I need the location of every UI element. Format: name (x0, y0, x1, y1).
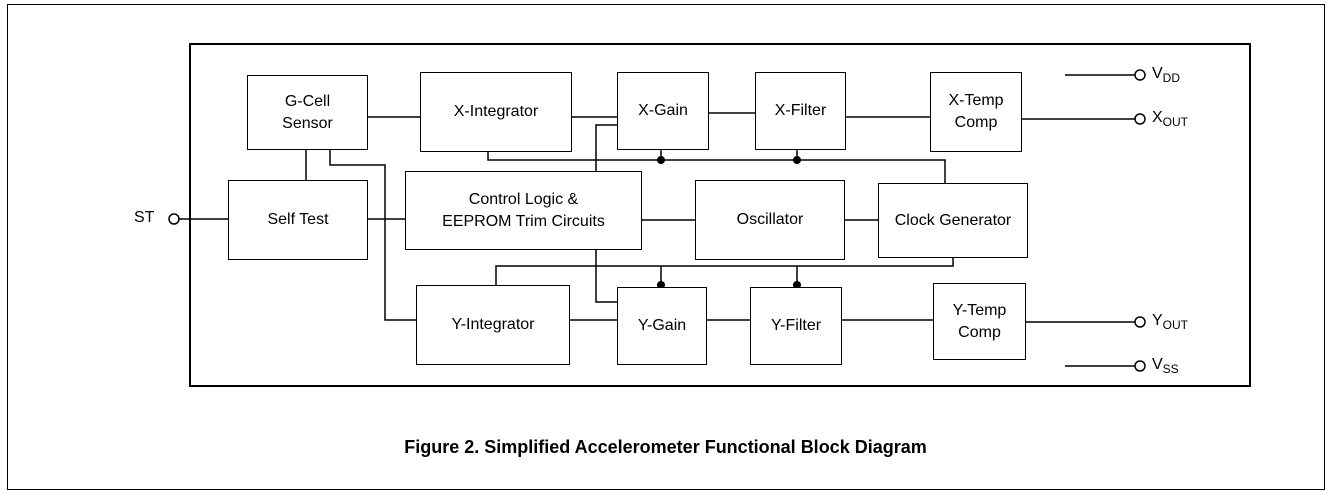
pin-vdd-main: V (1152, 65, 1163, 82)
y-gain-label: Y-Gain (637, 317, 687, 334)
wire-gcell-yint (329, 150, 416, 321)
control-logic-block: Control Logic & EEPROM Trim Circuits (405, 171, 642, 250)
clock-generator-label: Clock Generator (894, 211, 1012, 229)
figure-caption: Figure 2. Simplified Accelerometer Funct… (404, 437, 927, 457)
pin-vss-main: V (1152, 356, 1163, 373)
pin-xout-label: XOUT (1152, 108, 1188, 128)
pin-xout-sub: OUT (1162, 115, 1189, 129)
x-gain-block: X-Gain (617, 72, 709, 150)
x-filter-label: X-Filter (774, 102, 827, 119)
pin-vss-label: VSS (1152, 355, 1179, 375)
junction-dot (793, 156, 801, 164)
pin-vdd-sub: DD (1162, 71, 1181, 85)
x-integrator-block: X-Integrator (420, 72, 572, 152)
x-temp-label-line2: Comp (954, 114, 998, 131)
y-filter-block: Y-Filter (750, 287, 842, 365)
pin-yout-label: YOUT (1152, 311, 1188, 331)
clock-generator-block: Clock Generator (878, 183, 1028, 258)
junction-dot (657, 156, 665, 164)
pin-yout-terminal (1134, 316, 1146, 328)
pin-yout-sub: OUT (1162, 318, 1189, 332)
y-temp-label-line1: Y-Temp (952, 301, 1007, 319)
pin-vss-sub: SS (1162, 362, 1179, 376)
package-outline (189, 43, 1251, 387)
pin-xout-main: X (1152, 109, 1163, 126)
self-test-block: Self Test (228, 180, 368, 260)
wire-ctrl-ygain (595, 250, 617, 303)
pin-yout-main: Y (1152, 312, 1163, 329)
y-gain-block: Y-Gain (617, 287, 707, 365)
oscillator-block: Oscillator (695, 180, 845, 260)
y-temp-label-line2: Comp (958, 323, 1001, 341)
pin-vss-terminal (1134, 360, 1146, 372)
x-temp-label-line1: X-Temp (948, 92, 1004, 109)
x-gain-label: X-Gain (638, 102, 688, 119)
x-integrator-label: X-Integrator (453, 103, 539, 120)
pin-vdd-terminal (1134, 69, 1146, 81)
pin-st-terminal (168, 213, 180, 225)
y-integrator-label: Y-Integrator (451, 316, 535, 333)
figure-frame (7, 4, 1325, 490)
pin-st-label: ST (134, 208, 154, 228)
gcell-label-line1: G-Cell (284, 92, 331, 110)
pin-xout-terminal (1134, 113, 1146, 125)
self-test-label: Self Test (267, 211, 329, 228)
pin-st-text: ST (134, 209, 155, 226)
pin-vdd-label: VDD (1152, 64, 1180, 84)
control-logic-label-line2: EEPROM Trim Circuits (442, 212, 605, 230)
clock-bus-upper (487, 150, 946, 183)
y-integrator-block: Y-Integrator (416, 285, 570, 365)
control-logic-label-line1: Control Logic & (468, 190, 579, 208)
clock-bus-lower (495, 258, 954, 285)
wire-ctrl-xgain (595, 124, 617, 171)
oscillator-label: Oscillator (736, 211, 804, 228)
y-filter-label: Y-Filter (770, 317, 822, 334)
gcell-label-line2: Sensor (282, 114, 333, 132)
x-filter-block: X-Filter (755, 72, 846, 150)
